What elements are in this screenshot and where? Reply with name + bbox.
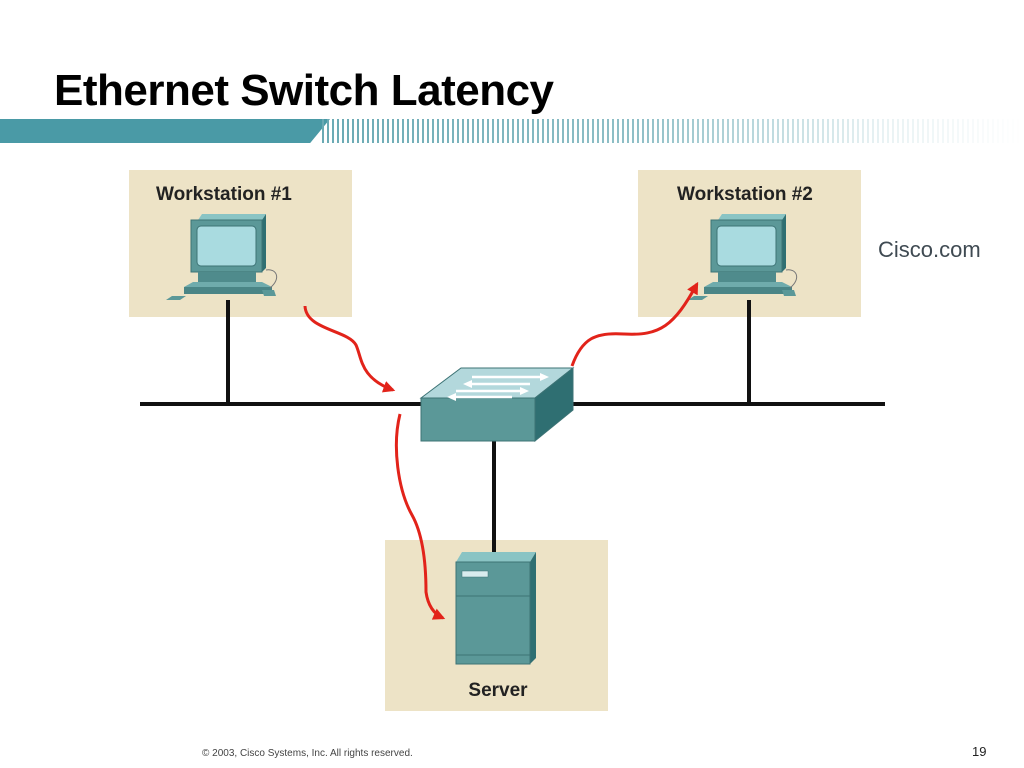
copyright-footer: © 2003, Cisco Systems, Inc. All rights r… — [202, 748, 413, 759]
switch-icon — [419, 366, 575, 443]
header-band: Cisco.com — [0, 119, 1024, 262]
page-number: 19 — [972, 744, 987, 759]
workstation-1-computer-icon — [166, 214, 278, 300]
flow-arrow-workstation1-to-switch — [303, 305, 396, 393]
flow-arrow-switch-to-server — [394, 413, 446, 620]
header-band-stripes — [322, 119, 1024, 143]
flow-arrow-switch-to-workstation2 — [570, 281, 699, 367]
header-band-solid — [0, 119, 330, 143]
workstation-1-label: Workstation #1 — [156, 184, 292, 205]
slide-title: Ethernet Switch Latency — [54, 66, 554, 115]
workstation-2-computer-icon — [688, 214, 798, 300]
workstation-2-label: Workstation #2 — [677, 184, 813, 205]
cisco-logo: Cisco.com — [848, 238, 1024, 262]
server-tower-icon — [455, 552, 536, 665]
server-label: Server — [468, 680, 528, 701]
